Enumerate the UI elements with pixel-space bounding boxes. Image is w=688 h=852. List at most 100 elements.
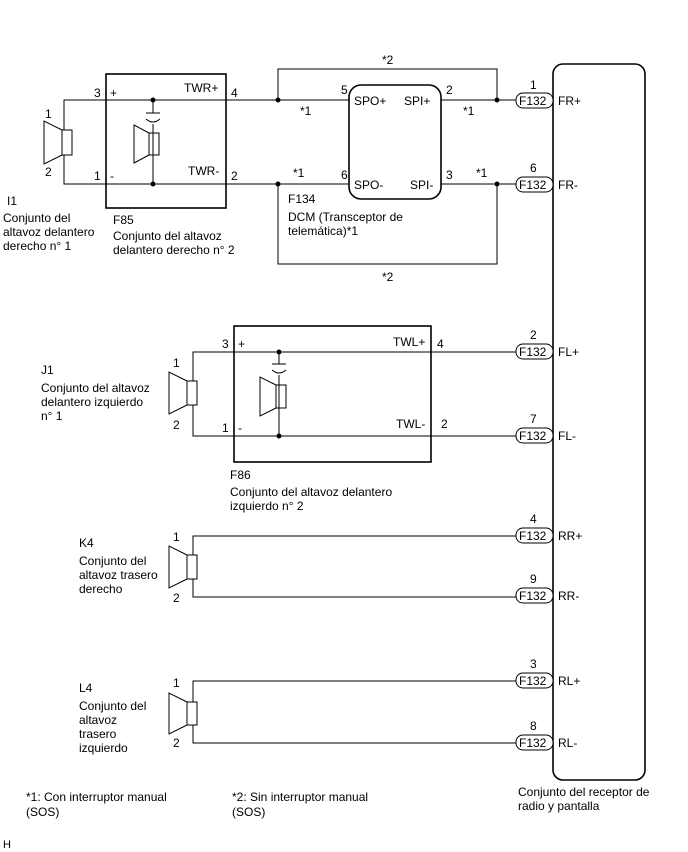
component-code: F134 xyxy=(288,192,316,206)
terminal-label: SPI+ xyxy=(404,94,430,108)
capacitor-symbol xyxy=(145,112,161,123)
component-code: L4 xyxy=(79,681,93,695)
pin-number: 4 xyxy=(530,512,537,526)
tweeter-f85: 3 + 1 - TWR+ TWR- 4 2 F85 Conjunto del a… xyxy=(94,73,238,257)
pin-name: FR- xyxy=(558,178,578,192)
polarity-label: - xyxy=(110,169,114,183)
pin-number: 3 xyxy=(530,657,537,671)
junction-dot xyxy=(150,97,156,103)
component-label: trasero xyxy=(79,727,117,741)
footnote-2-line1: *2: Sin interruptor manual xyxy=(232,790,368,804)
pin-name: RL- xyxy=(558,736,577,750)
pin-label: 2 xyxy=(173,418,180,432)
component-label: altavoz xyxy=(79,713,117,727)
component-label: Conjunto del altavoz delantero xyxy=(230,485,392,499)
pin-label: 1 xyxy=(45,107,52,121)
polarity-label: - xyxy=(238,421,242,435)
receiver-box xyxy=(552,63,646,781)
receiver-pin-fl-neg: 7 F132 FL- xyxy=(515,412,576,444)
component-label: derecho xyxy=(79,582,123,596)
component-label: Conjunto del altavoz xyxy=(41,381,150,395)
pin-label: 2 xyxy=(446,83,453,97)
receiver-pin-rl-neg: 8 F132 RL- xyxy=(515,719,577,751)
junction-dot xyxy=(276,349,282,355)
speaker-icon xyxy=(259,376,287,417)
sheet-mark: H xyxy=(3,839,11,851)
junction-dot xyxy=(275,97,281,103)
footnote-2-line2: (SOS) xyxy=(232,805,265,819)
component-label: delantero izquierdo xyxy=(41,395,143,409)
note-mark: *1 xyxy=(463,104,475,118)
receiver-pin-fl-pos: 2 F132 FL+ xyxy=(515,328,579,360)
component-label: derecho n° 1 xyxy=(3,239,72,253)
wire xyxy=(63,99,106,185)
pin-label: 5 xyxy=(341,83,348,97)
wire xyxy=(192,535,516,598)
terminal-label: TWR+ xyxy=(184,81,218,95)
terminal-label: SPO+ xyxy=(354,94,386,108)
pin-number: 7 xyxy=(530,412,537,426)
connector-label: F132 xyxy=(519,429,547,443)
pin-label: 3 xyxy=(222,337,229,351)
pin-label: 2 xyxy=(441,417,448,431)
footnote-1-line1: *1: Con interruptor manual xyxy=(26,790,167,804)
component-code: J1 xyxy=(41,363,54,377)
note-mark: *2 xyxy=(382,270,394,284)
speaker-icon xyxy=(133,124,160,164)
receiver-pin-rl-pos: 3 F132 RL+ xyxy=(515,657,580,689)
fr-wiring: *2 *2 *1 *1 *1 *1 xyxy=(226,53,516,284)
connector-label: F132 xyxy=(519,94,547,108)
polarity-label: + xyxy=(238,337,245,351)
wire xyxy=(192,680,516,744)
component-code: I1 xyxy=(7,194,17,208)
pin-label: 1 xyxy=(173,676,180,690)
pin-name: FR+ xyxy=(558,94,581,108)
receiver-pin-fr-neg: 6 F132 FR- xyxy=(515,161,578,193)
wire xyxy=(226,99,516,185)
note-mark: *1 xyxy=(476,166,488,180)
pin-name: RR+ xyxy=(558,529,582,543)
note-mark: *1 xyxy=(293,166,305,180)
terminal-label: TWR- xyxy=(188,164,219,178)
pin-label: 1 xyxy=(94,169,101,183)
component-code: F86 xyxy=(230,468,251,482)
dcm-f134: 5 6 2 3 SPO+ SPI+ SPO- SPI- F134 DCM (Tr… xyxy=(288,83,453,238)
note-mark: *2 xyxy=(382,53,394,67)
speaker-icon xyxy=(168,371,198,415)
component-label: DCM (Transceptor de xyxy=(288,210,403,224)
junction-dot xyxy=(150,181,156,187)
component-label: Conjunto del altavoz xyxy=(113,229,222,243)
speaker-icon xyxy=(43,120,73,165)
component-label: Conjunto del xyxy=(79,699,146,713)
component-label: telemática)*1 xyxy=(288,224,358,238)
pin-number: 1 xyxy=(530,78,537,92)
note-mark: *1 xyxy=(300,104,312,118)
pin-number: 8 xyxy=(530,719,537,733)
component-label: altavoz trasero xyxy=(79,568,158,582)
terminal-label: TWL- xyxy=(396,417,425,431)
pin-label: 4 xyxy=(231,86,238,100)
wire xyxy=(192,351,234,437)
pin-number: 6 xyxy=(530,161,537,175)
pin-label: 3 xyxy=(446,168,453,182)
component-code: F85 xyxy=(113,213,134,227)
capacitor-symbol xyxy=(271,363,287,374)
pin-number: 9 xyxy=(530,572,537,586)
speaker-icon xyxy=(168,692,198,735)
connector-f132 xyxy=(515,587,554,604)
pin-number: 2 xyxy=(530,328,537,342)
junction-dot xyxy=(494,181,500,187)
dcm-box xyxy=(348,84,442,200)
component-label: izquierdo xyxy=(79,741,128,755)
pin-label: 6 xyxy=(341,168,348,182)
component-label: altavoz delantero xyxy=(3,225,95,239)
component-label: Conjunto del xyxy=(3,211,70,225)
speaker-j1: 1 2 J1 Conjunto del altavoz delantero iz… xyxy=(41,351,234,437)
component-code: K4 xyxy=(79,536,94,550)
wire xyxy=(106,99,226,185)
pin-label: 1 xyxy=(173,356,180,370)
connector-label: F132 xyxy=(519,345,547,359)
speaker-k4: 1 2 K4 Conjunto del altavoz trasero dere… xyxy=(79,530,516,605)
terminal-label: SPO- xyxy=(354,178,383,192)
polarity-label: + xyxy=(110,86,117,100)
